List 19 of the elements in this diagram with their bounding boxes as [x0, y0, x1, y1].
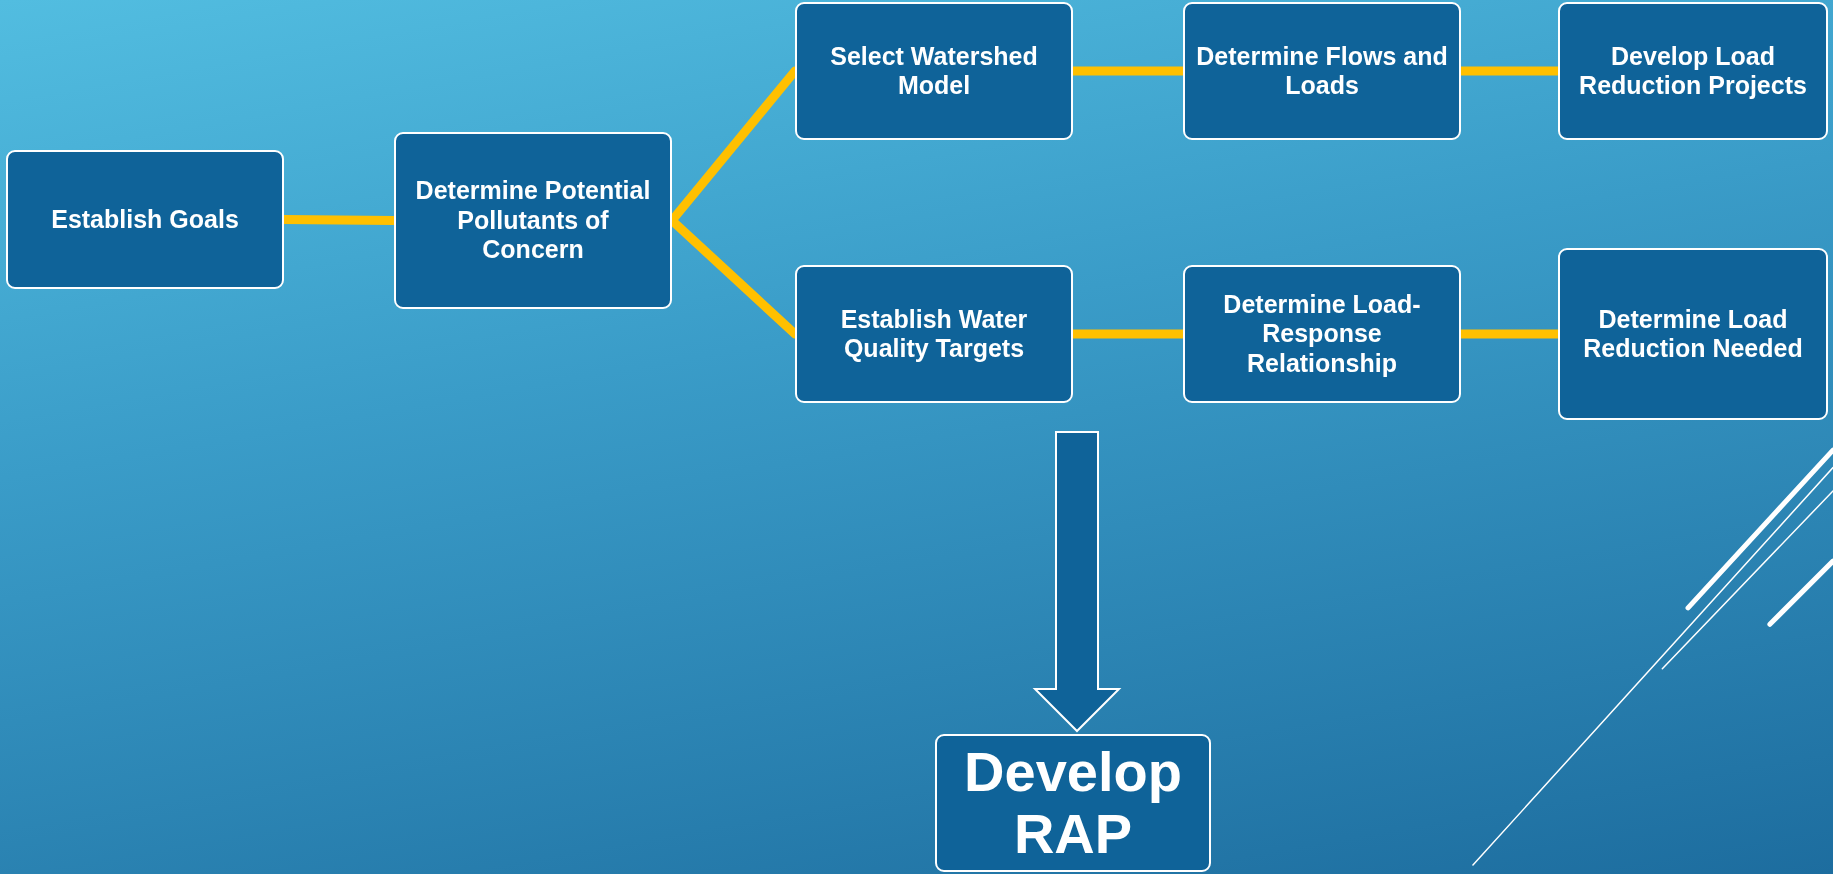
process-box — [1558, 2, 1828, 140]
process-box — [1183, 2, 1461, 140]
block-arrow — [1032, 431, 1122, 733]
process-box — [6, 150, 284, 289]
process-box — [1183, 265, 1461, 403]
box-label: Determine Load Reduction Needed — [1582, 304, 1804, 364]
process-box — [394, 132, 672, 309]
box-label: Establish Water Quality Targets — [839, 304, 1029, 364]
box-label: Develop Load Reduction Projects — [1578, 41, 1808, 101]
process-box — [795, 2, 1073, 140]
box-label: Select Watershed Model — [829, 41, 1039, 101]
box-label: Determine Load-Response Relationship — [1222, 289, 1422, 379]
box-label: Develop RAP — [963, 741, 1183, 865]
process-box — [935, 734, 1211, 872]
process-box — [795, 265, 1073, 403]
box-label: Establish Goals — [51, 204, 239, 235]
process-box — [1558, 248, 1828, 420]
box-label: Determine Potential Pollutants of Concern — [414, 176, 652, 265]
box-label: Determine Flows and Loads — [1195, 41, 1449, 101]
